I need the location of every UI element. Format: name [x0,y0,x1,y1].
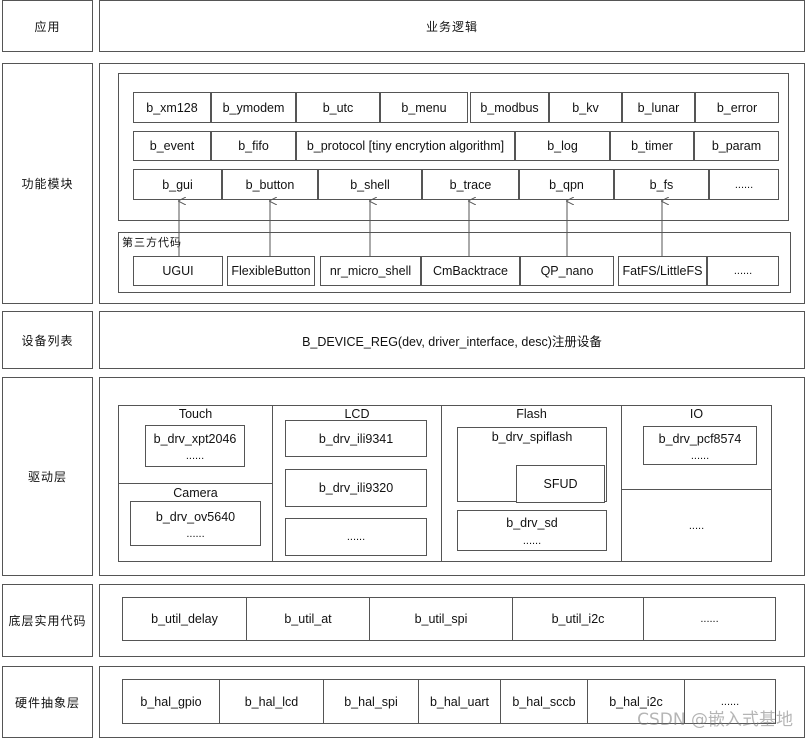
module-b-fifo: b_fifo [211,131,296,161]
third-party-nr-micro-shell: nr_micro_shell [320,256,421,286]
app-layer-panel: 业务逻辑 [99,0,805,52]
module-b-ymodem: b_ymodem [211,92,296,123]
layer-label-dev: 设备列表 [2,311,93,369]
util-b-util-at: b_util_at [246,597,370,641]
lcd-driver-b-drv-ili9341: b_drv_ili9341 [285,420,427,457]
module-b-event: b_event [133,131,211,161]
lcd-title: LCD [344,407,370,421]
layer-label-text: 功能模块 [21,177,74,191]
touch-driver-b-drv-xpt2046: b_drv_xpt2046 [153,432,237,446]
module-b-lunar: b_lunar [622,92,695,123]
module-b-param: b_param [694,131,779,161]
flash-sd-box [457,510,607,551]
hal-b-hal-gpio: b_hal_gpio [122,679,220,724]
layer-label-text: 底层实用代码 [8,614,87,628]
hal-b-hal-i2c: b_hal_i2c [587,679,685,724]
third-party-more: ...... [707,256,779,286]
third-party-cmbacktrace: CmBacktrace [421,256,520,286]
third-party-flexiblebutton: FlexibleButton [227,256,315,286]
io-title: IO [689,407,704,421]
third-party-label: 第三方代码 [122,237,182,249]
lcd-more: ...... [285,518,427,556]
app-content-text: 业务逻辑 [425,19,478,34]
module-b-modbus: b_modbus [470,92,549,123]
flash-more: ...... [522,535,542,547]
layer-label-func: 功能模块 [2,63,93,304]
device-reg-text: B_DEVICE_REG(dev, driver_interface, desc… [302,334,602,349]
module-b-timer: b_timer [610,131,694,161]
flash-sfud: SFUD [516,465,605,503]
hal-b-hal-spi: b_hal_spi [323,679,419,724]
third-party-fatfs-littlefs: FatFS/LittleFS [618,256,707,286]
dev-layer-panel: B_DEVICE_REG(dev, driver_interface, desc… [99,311,805,369]
camera-driver-b-drv-ov5640: b_drv_ov5640 [155,510,236,524]
hal-b-hal-lcd: b_hal_lcd [219,679,324,724]
touch-more: ...... [185,450,205,462]
layer-label-text: 驱动层 [27,470,67,484]
module-b-shell: b_shell [318,169,422,200]
module-b-button: b_button [222,169,318,200]
hal-b-hal-uart: b_hal_uart [418,679,501,724]
flash-title: Flash [516,407,547,421]
flash-driver-b-drv-spiflash: b_drv_spiflash [491,430,573,444]
layer-label-text: 应用 [34,19,61,34]
hal-b-hal-sccb: b_hal_sccb [500,679,588,724]
flash-driver-b-drv-sd: b_drv_sd [506,516,558,530]
io-driver-more: ...... [690,450,710,462]
touch-title: Touch [178,407,213,421]
layer-label-hal: 硬件抽象层 [2,666,93,738]
module-b-error: b_error [695,92,779,123]
module-b-menu: b_menu [380,92,468,123]
module-b-qpn: b_qpn [519,169,614,200]
module-b-xm128: b_xm128 [133,92,211,123]
module-b-protocol: b_protocol [tiny encrytion algorithm] [296,131,515,161]
third-party-qp-nano: QP_nano [520,256,614,286]
module-b-log: b_log [515,131,610,161]
layer-label-app: 应用 [2,0,93,52]
module-b-kv: b_kv [549,92,622,123]
camera-more: ...... [186,528,205,540]
layer-label-util: 底层实用代码 [2,584,93,657]
camera-title: Camera [173,486,218,500]
module-b-gui: b_gui [133,169,222,200]
module-more: ...... [709,169,779,200]
camera-driver-box [130,501,261,546]
module-b-utc: b_utc [296,92,380,123]
layer-label-text: 设备列表 [21,333,74,348]
touch-driver-box [145,425,245,467]
util-b-util-i2c: b_util_i2c [512,597,644,641]
hal-more: ...... [684,679,776,724]
layer-label-text: 硬件抽象层 [14,695,80,710]
util-b-util-spi: b_util_spi [369,597,513,641]
util-more: ...... [643,597,776,641]
io-driver-b-drv-pcf8574: b_drv_pcf8574 [658,432,742,446]
io-more: ..... [688,520,705,532]
third-party-ugui: UGUI [133,256,223,286]
util-b-util-delay: b_util_delay [122,597,247,641]
layer-label-drv: 驱动层 [2,377,93,576]
io-driver-box [643,426,757,465]
csdn-watermark: CSDN @嵌入式基地 [637,710,793,730]
lcd-driver-b-drv-ili9320: b_drv_ili9320 [285,469,427,507]
